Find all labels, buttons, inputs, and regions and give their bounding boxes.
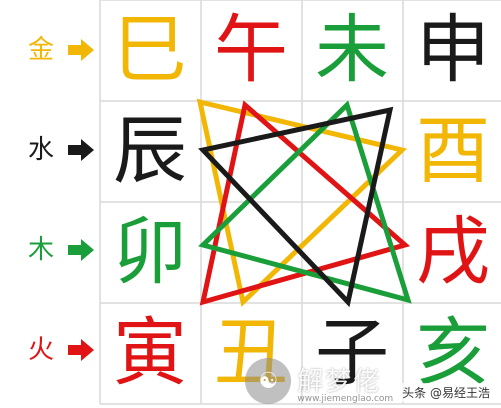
element-label-text: 水 [27, 135, 54, 165]
branch-right-1: 戌 [416, 209, 490, 295]
arrow-right-icon [68, 239, 94, 261]
watermark-url: www.jiemenglao.com [297, 394, 394, 404]
element-label-text: 金 [27, 35, 54, 65]
arrow-right-icon [68, 39, 94, 61]
element-label-2: 木 [22, 230, 102, 270]
branch-top-3: 申 [416, 7, 490, 93]
branch-left-1: 卯 [113, 209, 187, 295]
branch-bottom-2: 子 [315, 310, 389, 396]
branch-top-0: 巳 [113, 7, 187, 93]
watermark: ☯ 解梦佬 www.jiemenglao.com 头条 @易经王浩 [245, 358, 493, 404]
element-label-0: 金 [22, 30, 102, 70]
arrow-right-icon [68, 139, 94, 161]
branch-right-0: 酉 [416, 108, 490, 194]
branch-bottom-3: 亥 [416, 310, 490, 396]
branch-left-0: 辰 [113, 108, 187, 194]
branch-top-2: 未 [315, 7, 389, 93]
element-label-text: 火 [27, 335, 54, 365]
arrow-right-icon [68, 339, 94, 361]
metal-triangle [196, 98, 408, 307]
water-triangle [198, 106, 394, 308]
watermark-toutiao: 头条 @易经王浩 [399, 383, 493, 402]
element-label-1: 水 [22, 130, 102, 170]
watermark-logo-icon: ☯ [245, 358, 292, 404]
branch-bottom-0: 寅 [113, 310, 187, 396]
wood-triangle [198, 100, 412, 304]
watermark-brand: 解梦佬 [297, 367, 382, 397]
branch-top-1: 午 [214, 7, 288, 93]
element-label-text: 木 [27, 235, 54, 265]
element-label-3: 火 [22, 330, 102, 370]
